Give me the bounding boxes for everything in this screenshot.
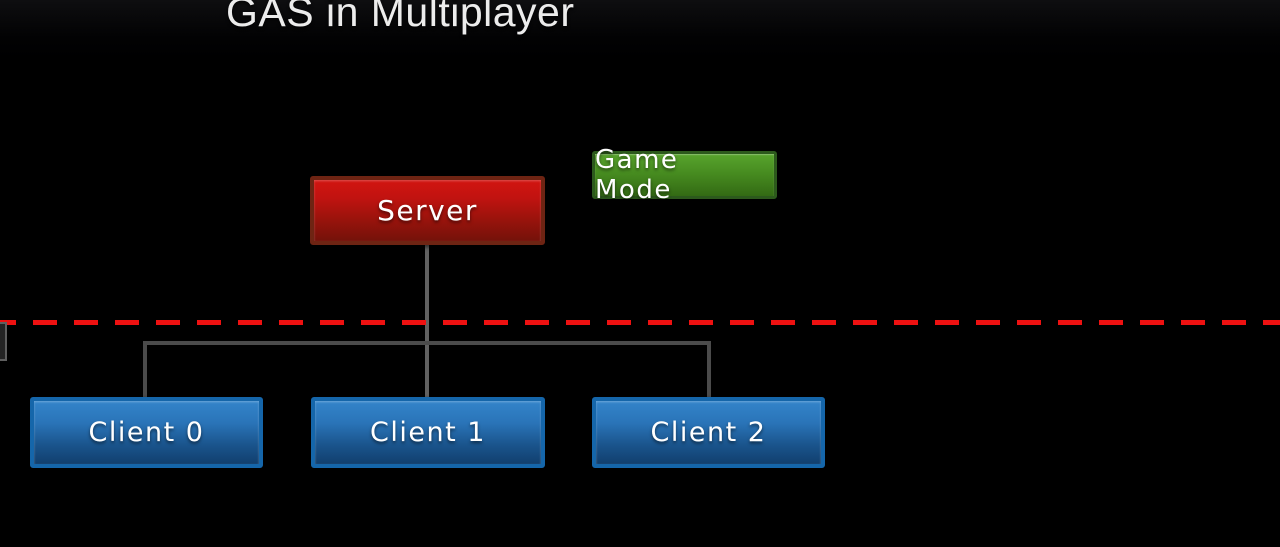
slide-title: GAS in Multiplayer <box>226 0 575 35</box>
game-mode-node-label: Game Mode <box>595 145 679 205</box>
left-edge-cutoff-box <box>0 322 7 361</box>
game-mode-node: Game Mode <box>592 145 777 205</box>
client-0-node-label: Client 0 <box>88 417 205 448</box>
server-node-label: Server <box>377 194 478 227</box>
connector-horizontal-bus <box>143 341 711 345</box>
connector-client0-vertical <box>143 341 147 400</box>
client-1-node: Client 1 <box>311 397 545 468</box>
client-2-node-label: Client 2 <box>650 417 767 448</box>
connector-client2-vertical <box>707 341 711 400</box>
server-node: Server <box>310 176 545 245</box>
client-1-node-label: Client 1 <box>370 417 486 448</box>
client-0-node: Client 0 <box>30 397 263 468</box>
client-2-node: Client 2 <box>592 397 825 468</box>
network-divider-dashed-line <box>0 320 1280 325</box>
